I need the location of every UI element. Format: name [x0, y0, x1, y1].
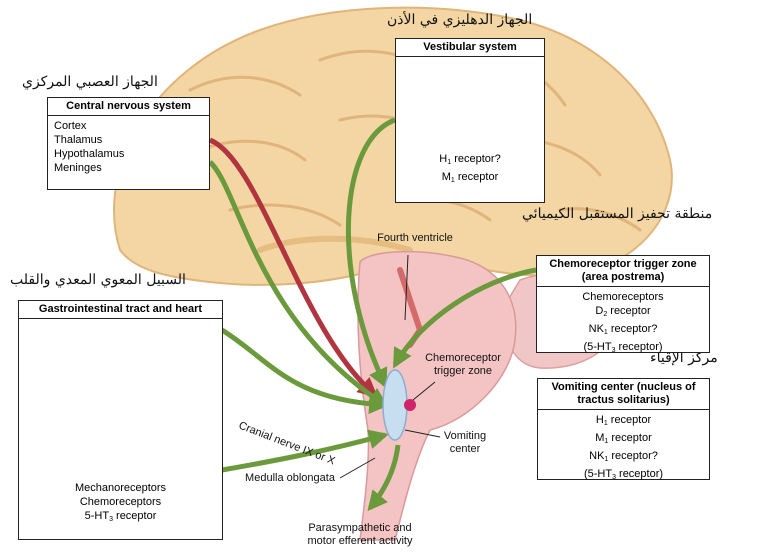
vc-item-5ht3: (5-HT3 receptor) [544, 467, 703, 485]
cns-box: Central nervous system Cortex Thalamus H… [47, 97, 210, 190]
vestibular-box-title: Vestibular system [396, 39, 544, 57]
cns-item: Cortex [54, 119, 203, 133]
vomiting-center-label: Vomiting center [430, 430, 500, 456]
vc-item-m1: M1 receptor [544, 431, 703, 449]
gi-box: Gastrointestinal tract and heart Mechano… [18, 300, 223, 540]
gi-box-title: Gastrointestinal tract and heart [19, 301, 222, 319]
vestibular-arabic-heading: الجهاز الدهليزي في الأذن [387, 12, 532, 28]
ctz-dot [404, 399, 416, 411]
ctz-box: Chemoreceptor trigger zone (area postrem… [536, 255, 710, 353]
ctz-box-title: Chemoreceptor trigger zone [540, 258, 706, 271]
vestibular-item-m1: M1 receptor [402, 170, 538, 188]
vc-item-h1: H1 receptor [544, 413, 703, 431]
ctz-item-nk1: NK1 receptor? [543, 322, 703, 340]
gi-item-5ht3: 5-HT3 receptor [25, 509, 216, 527]
gi-item: Mechanoreceptors [25, 481, 216, 495]
vc-item-nk1: NK1 receptor? [544, 449, 703, 467]
ctz-box-subtitle: (area postrema) [540, 271, 706, 284]
vestibular-item-h1: H1 receptor? [402, 152, 538, 170]
fourth-ventricle-label: Fourth ventricle [365, 232, 465, 245]
vomiting-center-shape [383, 370, 407, 440]
vestibular-box: Vestibular system H1 receptor? M1 recept… [395, 38, 545, 203]
ctz-item: Chemoreceptors [543, 290, 703, 304]
cns-arabic-heading: الجهاز العصبي المركزي [22, 74, 158, 90]
ctz-item-5ht3: (5-HT3 receptor) [543, 340, 703, 358]
ctz-item-d2: D2 receptor [543, 304, 703, 322]
cns-item: Hypothalamus [54, 147, 203, 161]
ctz-label: Chemoreceptor trigger zone [418, 352, 508, 378]
ctz-arabic-heading: منطقة تحفيز المستقبل الكيميائي [522, 206, 712, 222]
vc-box-subtitle: tractus solitarius) [541, 394, 706, 407]
cns-item: Meninges [54, 161, 203, 175]
vomiting-center-box: Vomiting center (nucleus of tractus soli… [537, 378, 710, 480]
vc-box-title: Vomiting center (nucleus of [541, 381, 706, 394]
cns-item: Thalamus [54, 133, 203, 147]
medulla-label: Medulla oblongata [230, 472, 350, 485]
gi-arabic-heading: السبيل المعوي المعدي والقلب [10, 272, 186, 288]
efferent-activity-label: Parasympathetic and motor efferent activ… [280, 522, 440, 548]
cns-box-title: Central nervous system [48, 98, 209, 116]
gi-item: Chemoreceptors [25, 495, 216, 509]
